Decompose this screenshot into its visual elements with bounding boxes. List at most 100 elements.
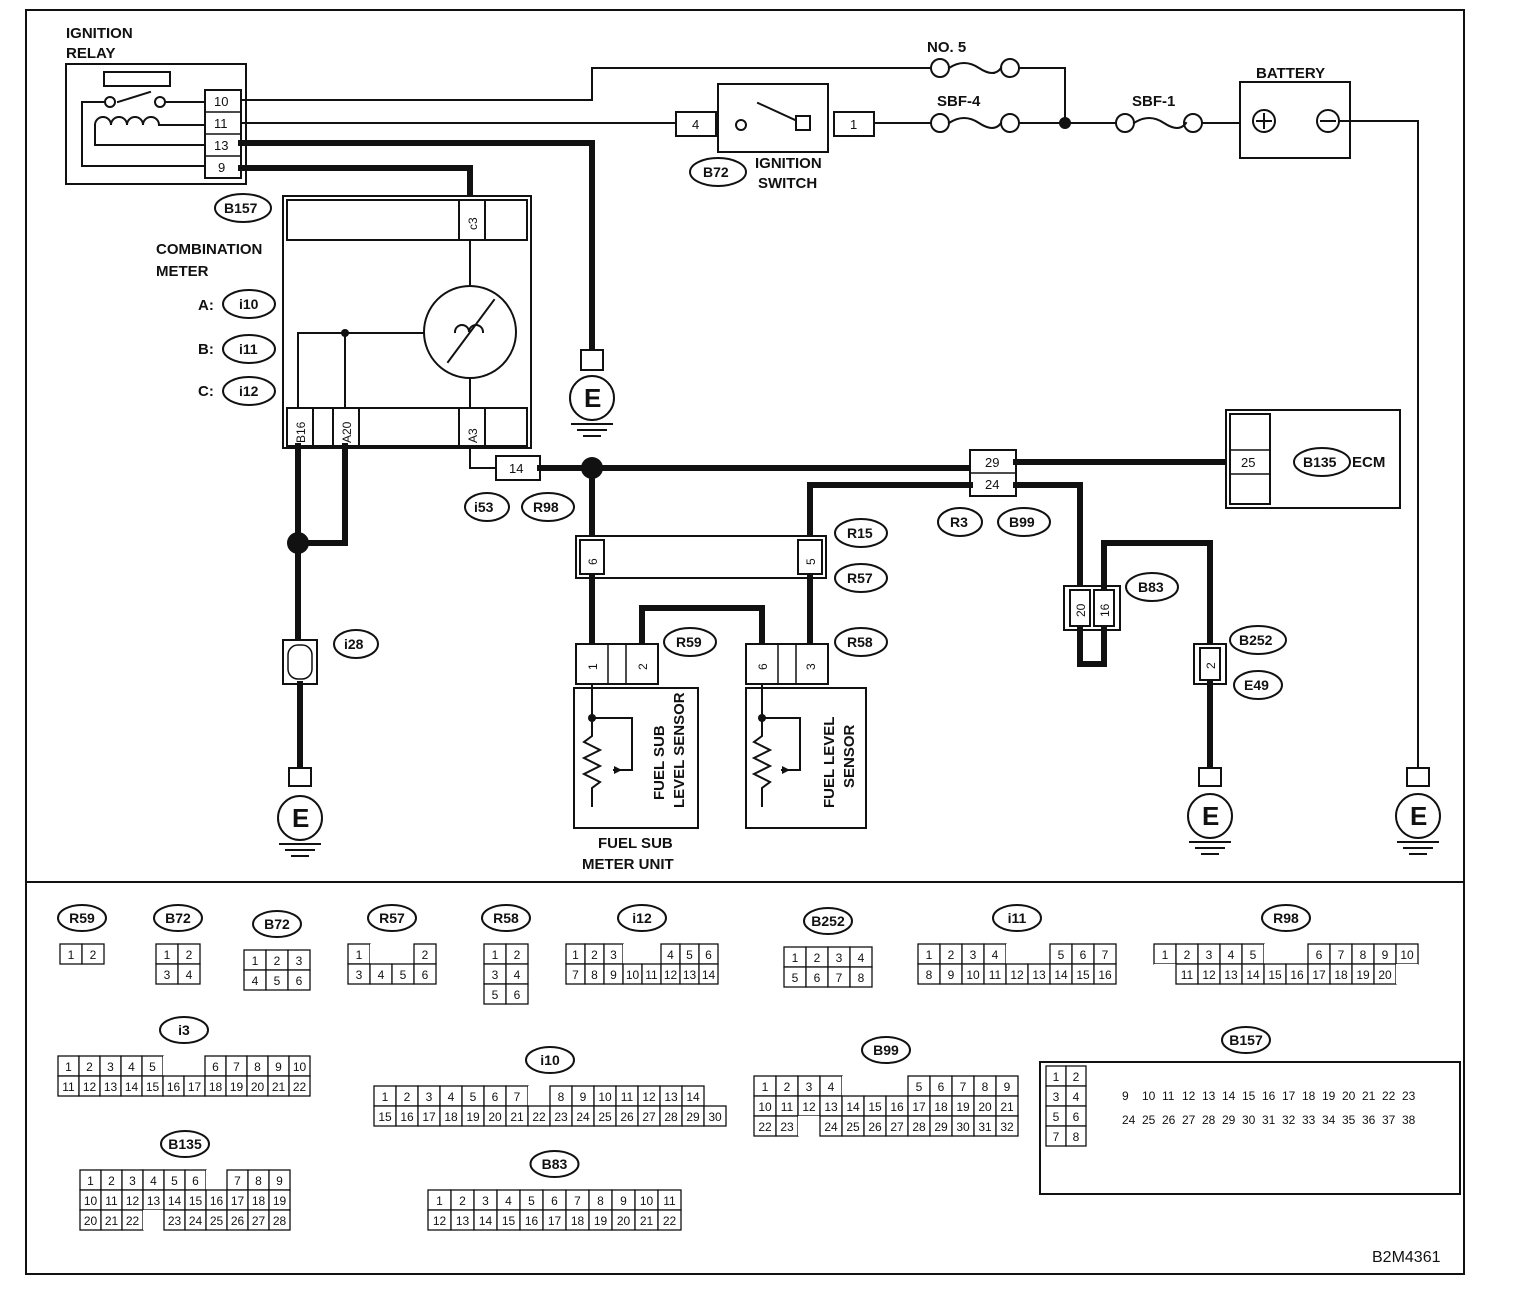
pin-number: 11 [62, 1080, 75, 1094]
switch-lever-icon [795, 115, 811, 131]
fuse-no5: NO. 5 [927, 39, 1020, 78]
pin-number: 6 [938, 1080, 945, 1094]
pin-number: 25 [210, 1214, 224, 1228]
pin-number: 8 [254, 1060, 261, 1074]
pin-number: 18 [1302, 1089, 1316, 1103]
pin-cell [206, 1170, 227, 1190]
pin-number: 16 [400, 1110, 414, 1124]
conn-b157-label: B157 [224, 200, 258, 216]
pin-number: 12 [1202, 968, 1216, 982]
pin-number: 1 [926, 948, 933, 962]
pin-cell [163, 1056, 184, 1076]
pin-number: 32 [1282, 1113, 1296, 1127]
pin-number: 5 [400, 968, 407, 982]
pin-number: 7 [574, 1194, 581, 1208]
pin-cell [505, 983, 529, 1005]
pin-number: 36 [1362, 1113, 1376, 1127]
pin-number: 6 [192, 1174, 199, 1188]
pin-number: 1 [252, 954, 259, 968]
pin-number: 13 [147, 1194, 161, 1208]
pin-number: 16 [167, 1080, 181, 1094]
pin-cell [287, 969, 311, 991]
pin-number: 22 [758, 1120, 772, 1134]
ignition-switch-label-2: SWITCH [758, 175, 817, 192]
pin-cell [370, 944, 392, 964]
relay-pin-13: 13 [214, 138, 228, 153]
pin-number: 1 [762, 1080, 769, 1094]
ecm: 25 B135 ECM [1225, 409, 1401, 509]
pin-number: 21 [640, 1214, 654, 1228]
pin-number: 26 [1162, 1113, 1176, 1127]
pin-number: 8 [982, 1080, 989, 1094]
pin-cell [1286, 944, 1308, 964]
meter-pin-b16: B16 [294, 421, 308, 443]
pin-number: 3 [1206, 948, 1213, 962]
conn-i11-label: i11 [239, 341, 258, 357]
conn-b252-label: B252 [1239, 632, 1273, 648]
pin-number: 10 [640, 1194, 654, 1208]
pin-number: 5 [528, 1194, 535, 1208]
pin-number: 4 [186, 968, 193, 982]
pin-number: 27 [252, 1214, 266, 1228]
pin-number: 31 [978, 1120, 992, 1134]
wire-meter-a3 [469, 445, 497, 469]
pin-number: 19 [1356, 968, 1370, 982]
pin-number: 5 [1053, 1110, 1060, 1124]
pin-number: 7 [1102, 948, 1109, 962]
pin-number: 20 [617, 1214, 631, 1228]
pin-number: 7 [1053, 1130, 1060, 1144]
pin-cell [623, 944, 642, 964]
pin-number: 23 [780, 1120, 794, 1134]
pin-number: 18 [252, 1194, 266, 1208]
pin-number: 25 [1142, 1113, 1156, 1127]
connector-id-label: i3 [178, 1022, 190, 1038]
ground-symbol: E [569, 349, 615, 437]
pin-number: 5 [470, 1090, 477, 1104]
ground-symbol: E [1395, 767, 1441, 855]
pin-number: 2 [422, 948, 429, 962]
pin-number: 23 [1402, 1089, 1416, 1103]
pin-number: 14 [479, 1214, 493, 1228]
pin-number: 30 [708, 1110, 722, 1124]
fuel-sub-meter-unit-label-2: METER UNIT [582, 856, 674, 873]
pin-number: 11 [989, 968, 1002, 982]
pin-number: 17 [548, 1214, 562, 1228]
pin-cell [842, 1076, 864, 1096]
r59-pin-2: 2 [636, 663, 650, 670]
pin-number: 3 [492, 968, 499, 982]
pin-number: 11 [663, 1194, 676, 1208]
fuel-sub-level-sensor: 1 2 R59 FUEL SUB LEVEL SENSOR FUEL SUB M… [573, 627, 717, 873]
pin-number: 14 [1222, 1089, 1236, 1103]
wire-relay9-meter [238, 165, 473, 201]
pin-number: 18 [444, 1110, 458, 1124]
pin-number: 12 [802, 1100, 816, 1114]
pin-number: 7 [234, 1174, 241, 1188]
svg-text:E: E [1202, 801, 1219, 831]
resistor-icon [581, 717, 603, 807]
pin-number: 11 [1181, 968, 1194, 982]
pin-number: 7 [514, 1090, 521, 1104]
pin-number: 9 [610, 968, 617, 982]
pin-number: 22 [1382, 1089, 1396, 1103]
pin-number: 18 [934, 1100, 948, 1114]
pin-number: 35 [1342, 1113, 1356, 1127]
pin-number: 25 [846, 1120, 860, 1134]
pin-number: 2 [514, 948, 521, 962]
pin-number: 13 [824, 1100, 838, 1114]
pin-number: 24 [824, 1120, 838, 1134]
pin-cell [81, 943, 105, 965]
ignition-relay-label-2: RELAY [66, 45, 115, 62]
pin-number: 22 [663, 1214, 677, 1228]
pin-number: 16 [890, 1100, 904, 1114]
connector-id-oval [153, 904, 203, 932]
pin-number: 1 [1053, 1070, 1060, 1084]
fuse-sbf1: SBF-1 [1115, 93, 1203, 133]
pin-number: 1 [382, 1090, 389, 1104]
pin-number: 13 [664, 1090, 678, 1104]
pin-number: 6 [551, 1194, 558, 1208]
pin-number: 3 [296, 954, 303, 968]
pin-number: 17 [422, 1110, 436, 1124]
connector-id-oval [861, 1036, 911, 1064]
